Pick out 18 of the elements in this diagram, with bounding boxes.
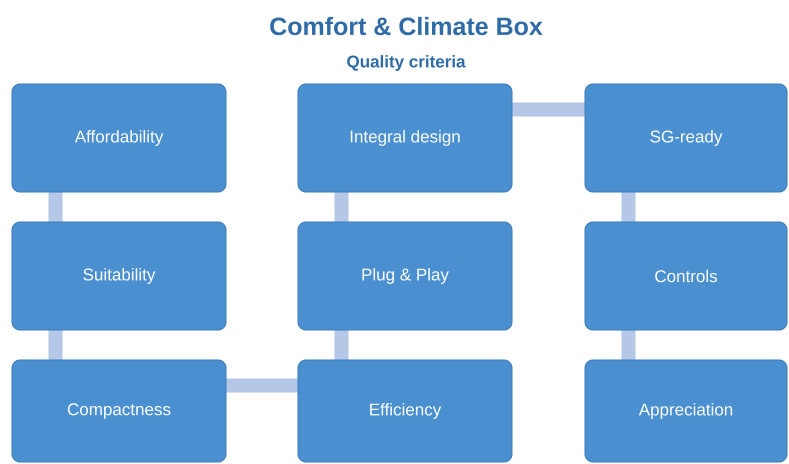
connector <box>48 330 62 360</box>
connector <box>226 378 298 392</box>
process-box: Appreciation <box>584 360 788 462</box>
process-box: Integral design <box>298 84 512 192</box>
process-box: Compactness <box>12 360 226 462</box>
process-box: Controls <box>584 222 788 330</box>
process-box: Suitability <box>12 222 226 330</box>
connector <box>622 330 636 360</box>
process-box: Affordability <box>12 84 226 192</box>
connector <box>334 330 348 360</box>
process-box: Plug & Play <box>298 222 512 330</box>
title: Comfort & Climate Box <box>270 16 543 36</box>
connector <box>48 192 62 222</box>
connector <box>622 192 636 222</box>
process-box: Efficiency <box>298 360 512 462</box>
connector <box>334 192 348 222</box>
process-box: SG-ready <box>584 84 788 192</box>
connector <box>512 102 584 116</box>
